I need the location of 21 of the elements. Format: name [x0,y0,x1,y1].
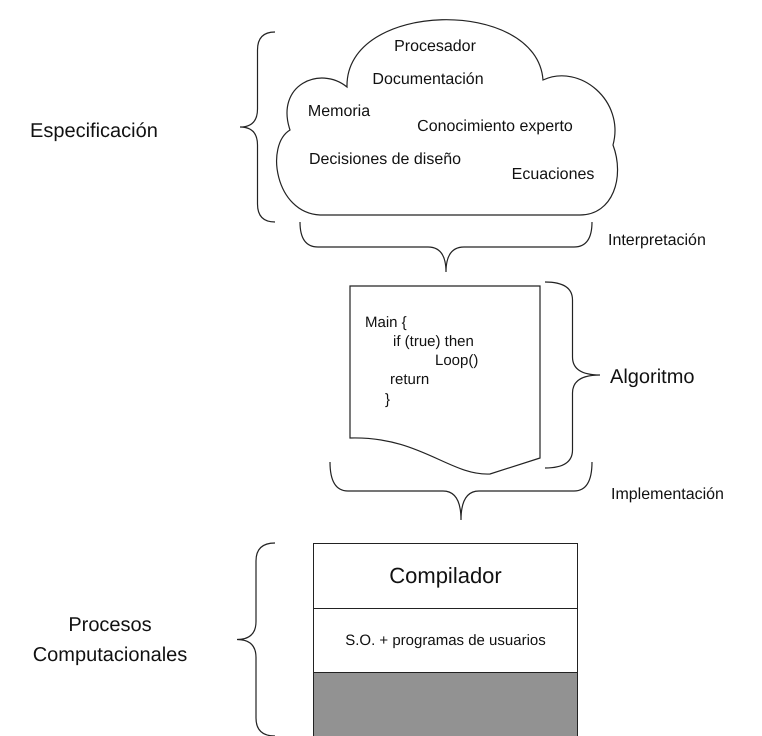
section-label: Algoritmo [610,366,694,389]
section-label: Interpretación [608,232,706,250]
stack-layer [313,608,578,673]
section-label: Implementación [611,486,724,504]
cloud-term: Conocimiento experto [417,119,573,135]
layer-label: Compilador [389,563,502,589]
cloud-term: Ecuaciones [512,167,594,183]
code-line: Loop() [435,352,478,368]
stack-layer [313,672,578,736]
code-line: if (true) then [393,334,474,348]
cloud-term: Memoria [308,104,370,120]
cloud-term: Documentación [372,72,484,88]
code-line: Main { [365,314,407,330]
section-label: Especificación [30,120,158,143]
cloud-term: Procesador [394,39,476,55]
cloud-term: Decisiones de diseño [308,152,462,168]
stack-layer [313,543,578,609]
section-label: Procesos Computacionales [32,613,188,668]
code-line: return [390,372,430,386]
layer-label: S.O. + programas de usuarios [345,632,546,649]
code-line: } [385,392,390,406]
